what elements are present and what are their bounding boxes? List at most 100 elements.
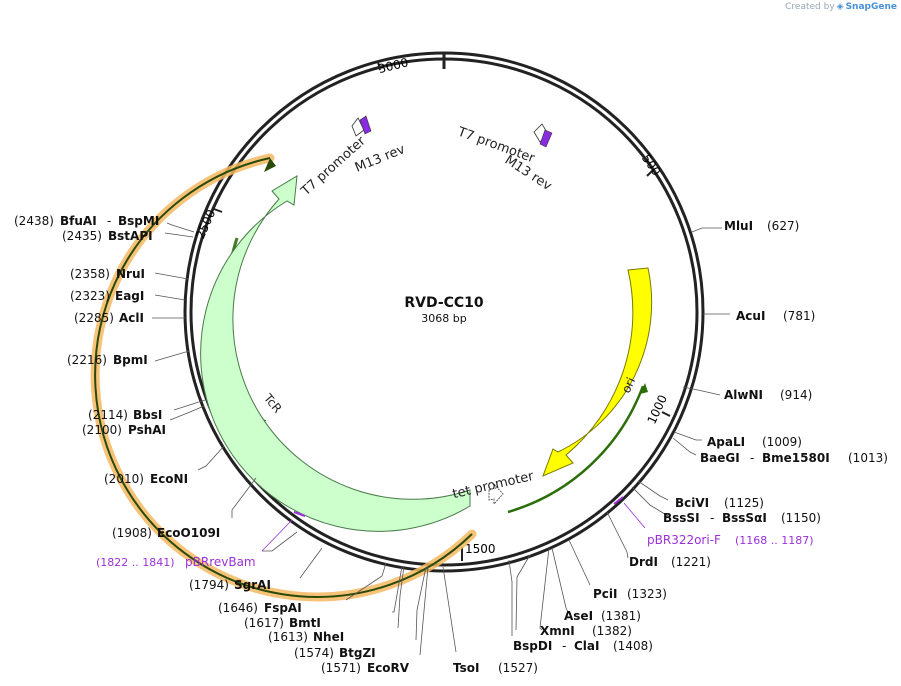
enzyme-fspai: FspAI bbox=[264, 601, 302, 615]
enzyme-bmti-pos: (1617) bbox=[244, 616, 284, 630]
enzyme-econi: EcoNI bbox=[150, 472, 188, 486]
enzyme-baegi-pos: (1013) bbox=[848, 451, 888, 465]
enzyme-acui: AcuI bbox=[736, 309, 765, 323]
snapgene-credit: Created by ◈ SnapGene bbox=[785, 2, 897, 12]
enzyme-clai: ClaI bbox=[574, 639, 599, 653]
plasmid-size: 3068 bp bbox=[421, 312, 466, 325]
tcr-orf-line bbox=[94, 157, 473, 598]
enzyme-bspdi-dash: - bbox=[562, 639, 566, 653]
enzyme-xmni-pos: (1382) bbox=[592, 624, 632, 638]
enzyme-mlui: MluI bbox=[724, 219, 753, 233]
enzyme-alwni: AlwNI bbox=[724, 388, 763, 402]
enzyme-xmni: XmnI bbox=[540, 624, 575, 638]
enzyme-fspai-pos: (1646) bbox=[218, 601, 258, 615]
ori-orf-line bbox=[507, 385, 645, 514]
enzyme-bcivi: BciVI bbox=[675, 496, 709, 510]
primer-f-mark bbox=[613, 496, 624, 505]
enzyme-bbsi-pos: (2114) bbox=[88, 408, 128, 422]
ori-feature bbox=[542, 267, 653, 477]
tick-label-1500: 1500 bbox=[465, 542, 496, 556]
tet-promoter-arrow bbox=[488, 483, 504, 506]
primer-pbr322ori-f: pBR322ori-F bbox=[647, 533, 721, 547]
credit-prefix: Created by bbox=[785, 2, 835, 12]
tcr-orf-arrowhead bbox=[264, 158, 276, 172]
enzyme-bpmi: BpmI bbox=[113, 353, 148, 367]
enzyme-tsoi-pos: (1527) bbox=[498, 661, 538, 675]
enzyme-pshai-pos: (2100) bbox=[82, 423, 122, 437]
snapgene-logo-icon: ◈ bbox=[836, 2, 844, 12]
enzyme-eagi: EagI bbox=[115, 289, 144, 303]
enzyme-pcii-pos: (1323) bbox=[627, 587, 667, 601]
enzyme-tsoi: TsoI bbox=[453, 661, 479, 675]
enzyme-leaders bbox=[152, 222, 730, 656]
enzyme-bcivi-pos: (1125) bbox=[724, 496, 764, 510]
primer-pbr322ori-f-pos: (1168 .. 1187) bbox=[735, 534, 814, 547]
enzyme-ecorv-pos: (1571) bbox=[321, 661, 361, 675]
tick-label-2500: 2500 bbox=[193, 207, 218, 241]
credit-brand: SnapGene bbox=[845, 2, 897, 12]
enzyme-bfuai-dash: - bbox=[107, 214, 111, 228]
plasmid-name: RVD-CC10 bbox=[404, 295, 484, 311]
enzyme-pshai: PshAI bbox=[128, 423, 166, 437]
t7-right-label: T7 promoter bbox=[455, 124, 537, 166]
enzyme-bfuai: BfuAI bbox=[60, 214, 97, 228]
enzyme-nhei: NheI bbox=[313, 630, 344, 644]
primer-rev-mark bbox=[293, 511, 306, 517]
enzyme-baegi: BaeGI bbox=[700, 451, 740, 465]
primer-pbrrevbam: pBRrevBam bbox=[185, 555, 256, 569]
ori-orf-arrowhead bbox=[640, 383, 648, 394]
enzyme-drdi-pos: (1221) bbox=[671, 555, 711, 569]
enzyme-bpmi-pos: (2216) bbox=[67, 353, 107, 367]
enzyme-acui-pos: (781) bbox=[783, 309, 815, 323]
enzyme-bmti: BmtI bbox=[289, 616, 321, 630]
enzyme-ecoo109i: EcoO109I bbox=[157, 526, 220, 540]
enzyme-bsssi-pos: (1150) bbox=[781, 511, 821, 525]
enzyme-bspmi: BspMI bbox=[118, 214, 159, 228]
enzyme-acli: AclI bbox=[119, 311, 144, 325]
tick-label-3000: 3000 bbox=[377, 55, 410, 76]
enzyme-ecoo109i-pos: (1908) bbox=[112, 526, 152, 540]
ori-label: ori bbox=[619, 375, 638, 395]
enzyme-nhei-pos: (1613) bbox=[268, 630, 308, 644]
tcr-feature bbox=[200, 175, 471, 532]
enzyme-bsssi-dash: - bbox=[710, 511, 714, 525]
tcr-label: TcR bbox=[260, 390, 284, 415]
enzyme-nrui: NruI bbox=[116, 267, 145, 281]
left-t7-m13-cluster: T7 promoter M13 rev bbox=[298, 115, 408, 200]
enzyme-apali-pos: (1009) bbox=[762, 435, 802, 449]
enzyme-pcii: PciI bbox=[593, 587, 618, 601]
enzyme-eagi-pos: (2323) bbox=[70, 289, 110, 303]
enzyme-bme1580i: Bme1580I bbox=[762, 451, 830, 465]
enzyme-bspdi: BspDI bbox=[513, 639, 552, 653]
enzyme-baegi-dash: - bbox=[750, 451, 754, 465]
enzyme-ecorv: EcoRV bbox=[367, 661, 410, 675]
enzyme-econi-pos: (2010) bbox=[104, 472, 144, 486]
tick-label-1000: 1000 bbox=[644, 393, 670, 427]
enzyme-nrui-pos: (2358) bbox=[70, 267, 110, 281]
right-t7-m13-cluster: T7 promoter M13 rev bbox=[455, 123, 554, 194]
enzyme-alwni-pos: (914) bbox=[780, 388, 812, 402]
enzyme-bsssai: BssSαI bbox=[722, 511, 767, 525]
enzyme-bspdi-pos: (1408) bbox=[613, 639, 653, 653]
enzyme-bbsi: BbsI bbox=[133, 408, 162, 422]
enzyme-bfuai-pos: (2438) bbox=[14, 214, 54, 228]
enzyme-asei-pos: (1381) bbox=[601, 609, 641, 623]
enzyme-bstapi-pos: (2435) bbox=[62, 229, 102, 243]
m13-right-icon bbox=[539, 129, 553, 148]
enzyme-bstapi: BstAPI bbox=[108, 229, 153, 243]
enzyme-apali: ApaLI bbox=[707, 435, 745, 449]
enzyme-btgzi: BtgZI bbox=[339, 646, 376, 660]
enzyme-drdi: DrdI bbox=[629, 555, 658, 569]
enzyme-acli-pos: (2285) bbox=[74, 311, 114, 325]
primer-rev-leader bbox=[261, 519, 293, 552]
enzyme-sgrai: SgrAI bbox=[234, 578, 271, 592]
m13-left-icon bbox=[359, 115, 372, 135]
enzyme-mlui-pos: (627) bbox=[767, 219, 799, 233]
enzyme-sgrai-pos: (1794) bbox=[189, 578, 229, 592]
enzyme-btgzi-pos: (1574) bbox=[294, 646, 334, 660]
primer-pbrrevbam-pos: (1822 .. 1841) bbox=[96, 556, 175, 569]
enzyme-asei: AseI bbox=[564, 609, 593, 623]
enzyme-bsssi: BssSI bbox=[663, 511, 700, 525]
primer-f-leader bbox=[623, 502, 646, 529]
